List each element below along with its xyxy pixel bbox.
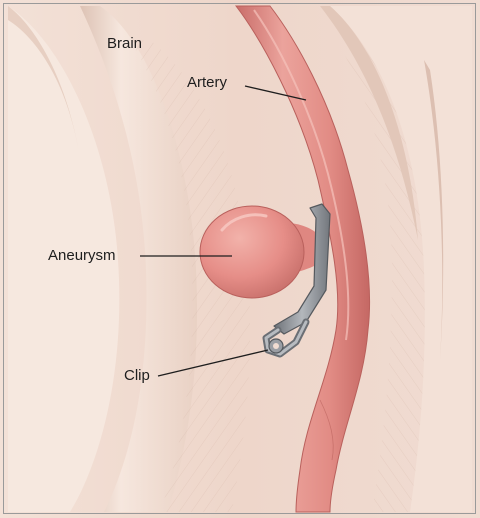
artery-label: Artery xyxy=(187,75,227,90)
brain-label: Brain xyxy=(107,36,142,51)
aneurysm-sac xyxy=(200,206,304,298)
clip-label: Clip xyxy=(124,368,150,383)
aneurysm-label: Aneurysm xyxy=(48,248,116,263)
